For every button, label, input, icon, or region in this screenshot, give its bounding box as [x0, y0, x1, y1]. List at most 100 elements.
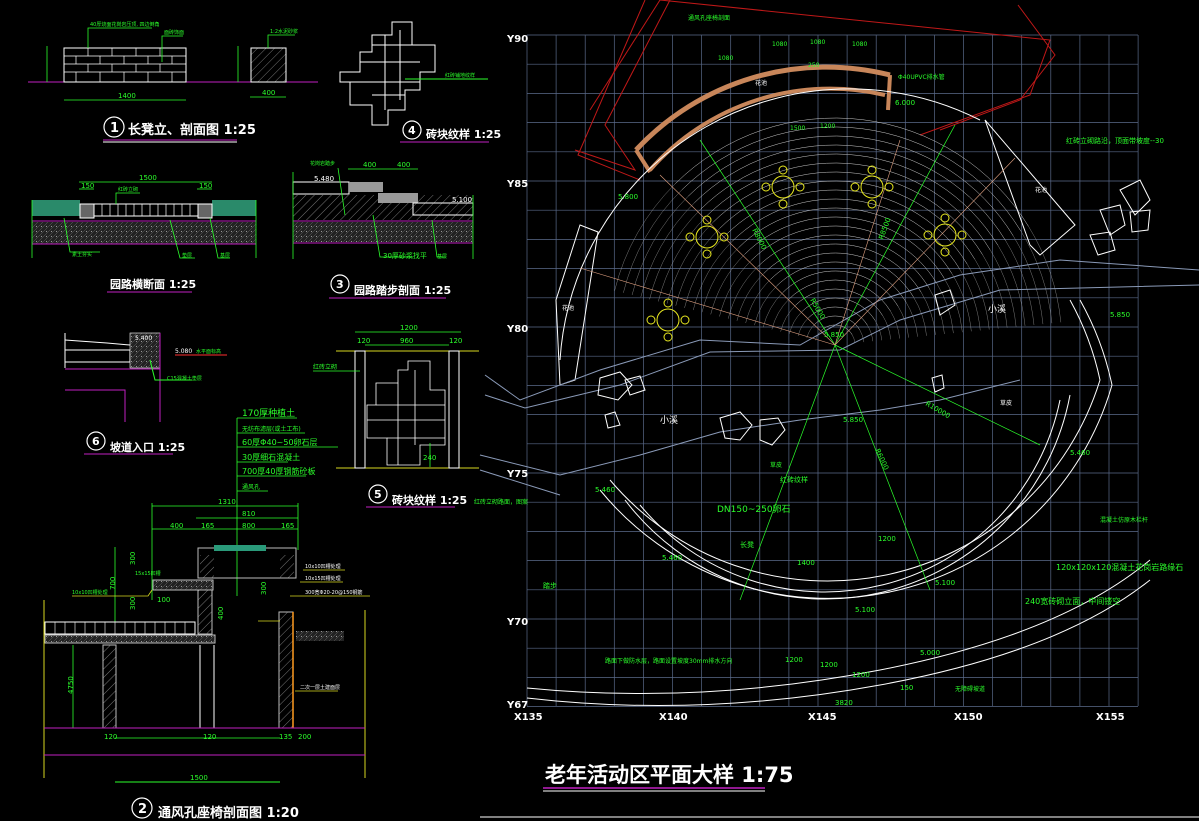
y-axis-label: Y80	[506, 324, 528, 335]
x-axis-label: X145	[808, 712, 837, 723]
layer-label: 60厚Φ40~50卵石层	[242, 437, 318, 447]
elevation: 5.100	[452, 196, 472, 204]
note: 花岗岩踏步	[310, 160, 335, 167]
elevation: 5.480	[314, 175, 334, 183]
detail-title: 长凳立、剖面图 1:25	[128, 122, 256, 138]
ring-arc	[763, 243, 922, 293]
ring-arc	[700, 153, 999, 246]
dim: 120	[449, 337, 462, 345]
seat-circle	[795, 182, 805, 192]
dim: 1200	[852, 671, 870, 679]
note: 40厚烧面花岗岩压顶, 四边倒角	[90, 21, 160, 28]
dim: 1310	[218, 498, 236, 506]
ring-arc	[913, 296, 927, 336]
dim: 100	[157, 596, 170, 604]
dim: 400	[262, 89, 275, 97]
ring-arc	[754, 285, 777, 326]
plan-label: 无障碍坡道	[955, 685, 985, 693]
detail-marker-circle	[131, 797, 153, 819]
dim: 1500	[139, 174, 157, 182]
detail-5-brick-pattern: 1200 120 960 120 240 红砖立砌 5 砖块纹样 1:25	[313, 324, 479, 508]
dim: 1080	[772, 41, 787, 48]
ring-arc	[757, 234, 929, 288]
dim: 300	[260, 582, 268, 595]
seat-circle	[646, 315, 656, 325]
ring-arc	[745, 279, 771, 324]
elevation: 5.460	[1070, 449, 1090, 457]
detail-road-cross-section: 1500 150 150 红砖立砌 素土夯实 垫层 基层 园路横断面 1:25	[31, 174, 257, 293]
seat-circle	[884, 182, 894, 192]
plan-label: 240宽砖砌立面，中间镂空	[1025, 596, 1120, 606]
elevation: 5.000	[920, 649, 940, 657]
dim: 400	[363, 161, 376, 169]
ring-arc	[675, 228, 720, 306]
tree-circle	[656, 308, 680, 332]
dim: 400	[217, 607, 225, 620]
plan-label: 红砖立砌路面，图案	[474, 498, 528, 506]
ring-arc	[770, 252, 914, 298]
dim: R8500	[877, 217, 892, 241]
seat-circle	[680, 315, 690, 325]
ring-arc	[905, 301, 918, 337]
ring-arc	[706, 162, 991, 251]
plan-label: 草皮	[1000, 399, 1012, 407]
layer-label: 无纺布滤层(或土工布)	[242, 425, 301, 433]
ring-arc	[640, 202, 695, 298]
detail-number: 3	[336, 278, 344, 291]
plan-title: 老年活动区平面大样 1:75	[545, 763, 794, 787]
note: 垫层	[182, 252, 192, 259]
detail-marker-circle	[402, 120, 422, 140]
note: 面砖饰面	[164, 29, 184, 36]
detail-number: 6	[92, 435, 100, 448]
dim: 1200	[400, 324, 418, 332]
note: 1:2水泥砂浆	[270, 28, 298, 35]
dim: 960	[400, 337, 413, 345]
plan-label: 红砖纹样	[780, 475, 808, 484]
dim: 1080	[852, 41, 867, 48]
ring-arc	[808, 306, 868, 326]
dim: 200	[298, 733, 311, 741]
note: 10x10凹槽处理	[305, 563, 341, 570]
detail-title: 园路横断面 1:25	[110, 277, 196, 291]
dim: 120	[104, 733, 117, 741]
ring-arc	[771, 298, 790, 330]
dim: 150	[900, 684, 913, 692]
note: 基层	[220, 252, 230, 259]
note: 15x15凹槽	[135, 570, 161, 577]
dim: 1400	[797, 559, 815, 567]
x-axis-label: X150	[954, 712, 983, 723]
ring-arc	[631, 196, 689, 296]
detail-number: 5	[374, 488, 382, 501]
note: 红砖立砌	[313, 363, 337, 371]
detail-marker-circle	[368, 484, 388, 504]
ring-arc	[751, 225, 937, 283]
seat-circle	[702, 215, 712, 225]
ring-arc	[920, 292, 936, 335]
y-axis-label: Y90	[506, 34, 528, 45]
dim: 120	[357, 337, 370, 345]
dim: 165	[201, 522, 214, 530]
dim: 3820	[835, 699, 853, 707]
ring-arc	[719, 260, 752, 317]
ring-arc	[713, 171, 983, 255]
ring-arc	[710, 253, 746, 315]
layer-label: 170厚种植土	[242, 407, 295, 419]
note: C15混凝土垫层	[167, 375, 202, 382]
elevation: 6.000	[895, 99, 915, 107]
ring-arc	[851, 334, 856, 344]
ring-arc	[732, 198, 960, 269]
detail-number: 2	[138, 802, 147, 817]
ring-arc	[943, 277, 963, 333]
ring-arc	[806, 324, 815, 339]
y-axis-label: Y70	[506, 617, 528, 628]
ring-arc	[1013, 235, 1044, 325]
dim: 165	[281, 522, 294, 530]
ring-arc	[897, 306, 909, 338]
seat-circle	[957, 230, 967, 240]
dim: 800	[242, 522, 255, 530]
plan-label: 踏步	[543, 581, 557, 590]
x-axis-label: X140	[659, 712, 688, 723]
y-axis-label: Y85	[506, 179, 528, 190]
ring-arc	[649, 208, 701, 300]
ring-arc	[1028, 226, 1062, 323]
